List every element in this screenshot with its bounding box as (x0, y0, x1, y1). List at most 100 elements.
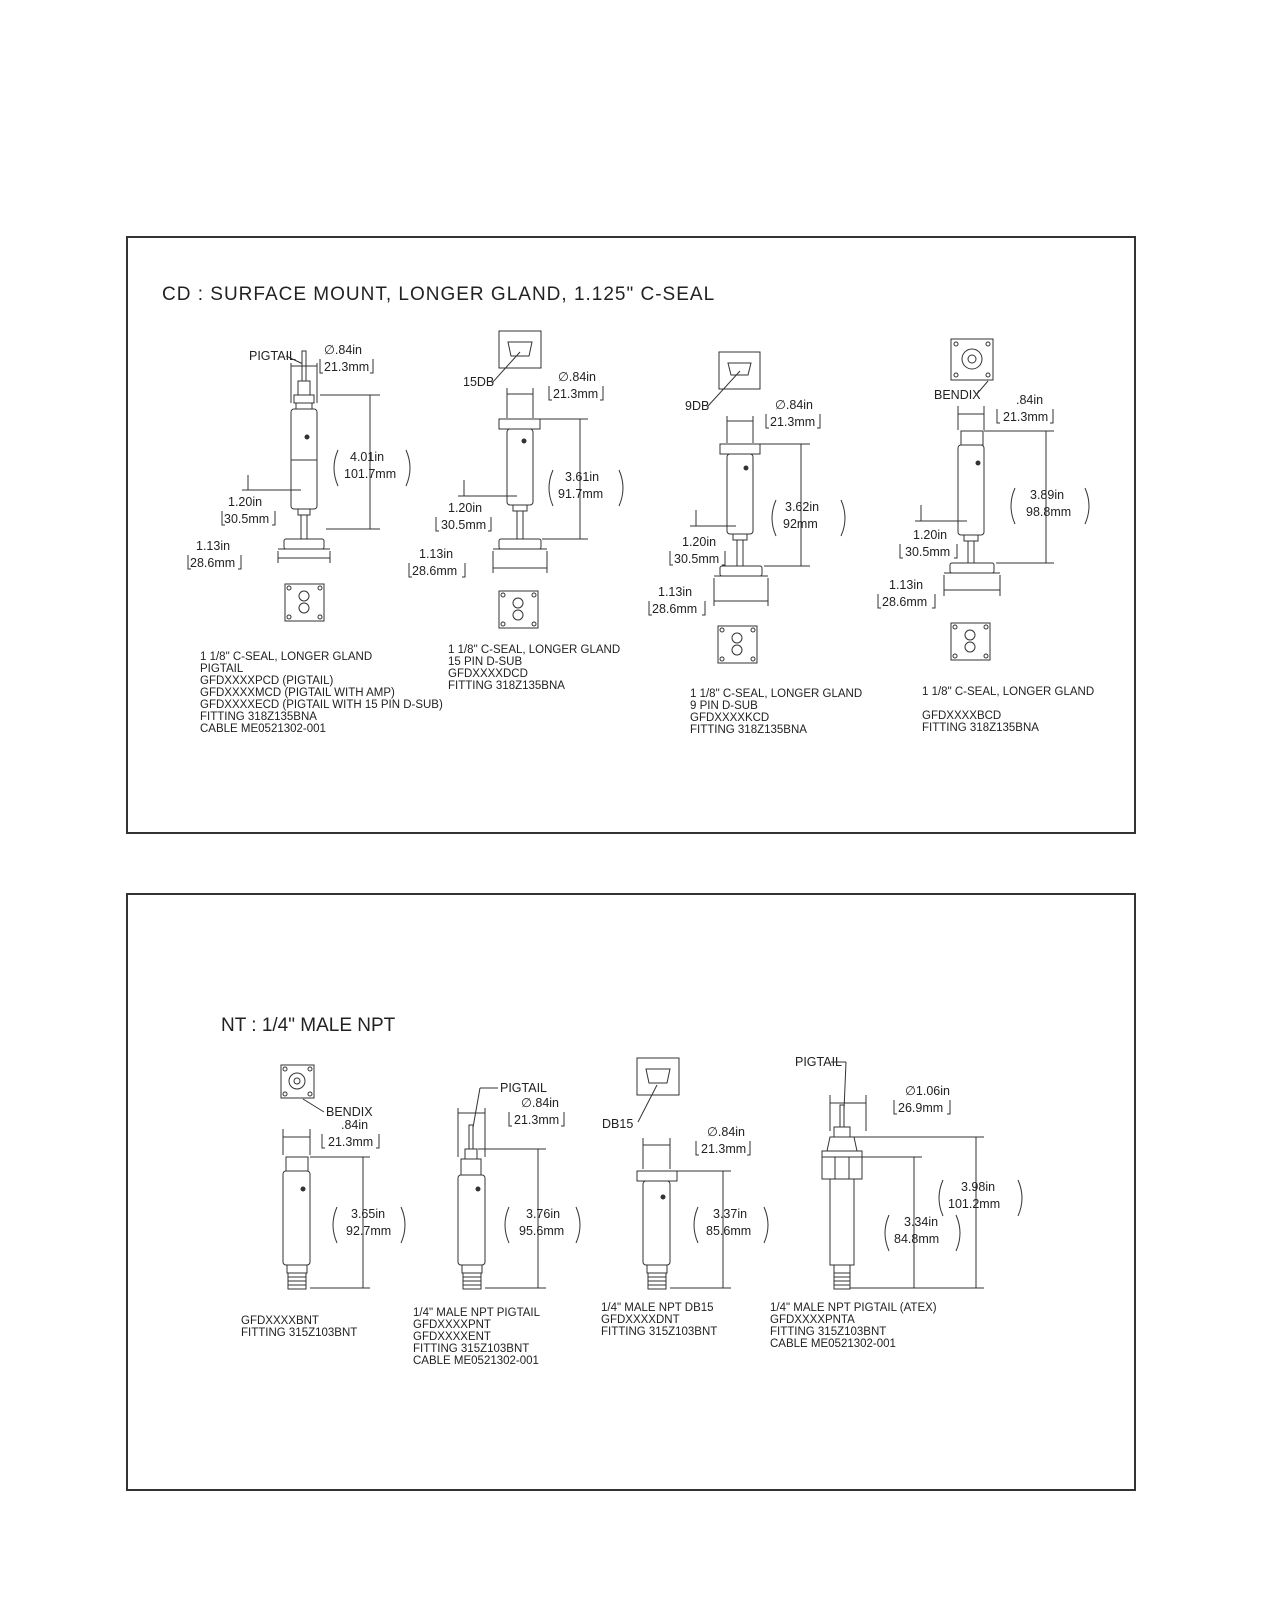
svg-text:CABLE ME0521302-001: CABLE ME0521302-001 (200, 723, 326, 735)
cd-unit-bendix: BENDIX .84in 21.3mm 3.89in 98.8mm 1.20in… (877, 338, 1094, 734)
caption: 1/4" MALE NPT DB15 GFDXXXXDNT FITTING 31… (601, 1302, 717, 1338)
dia-in: ∅.84in (521, 1096, 559, 1110)
svg-text:CABLE ME0521302-001: CABLE ME0521302-001 (413, 1355, 539, 1367)
svg-text:FITTING 318Z135BNA: FITTING 318Z135BNA (200, 711, 317, 723)
dia-in: ∅.84in (707, 1125, 745, 1139)
callout-label: 9DB (685, 399, 709, 413)
len-in: 3.61in (565, 470, 599, 484)
caption: 1/4" MALE NPT PIGTAIL GFDXXXXPNT GFDXXXX… (413, 1307, 541, 1367)
caption: 1/4" MALE NPT PIGTAIL (ATEX) GFDXXXXPNTA… (770, 1302, 937, 1350)
dia-mm: 21.3mm (1003, 410, 1048, 424)
callout-label: 15DB (463, 375, 494, 389)
nt-unit-pigtail: PIGTAIL ∅.84in 21.3mm 3.76in 95.6mm 1/4"… (413, 1081, 581, 1367)
len-mm: 92.7mm (346, 1224, 391, 1238)
base-mm: 28.6mm (882, 595, 927, 609)
len-mm: 101.7mm (344, 467, 396, 481)
svg-text:GFDXXXXMCD (PIGTAIL WITH AMP): GFDXXXXMCD (PIGTAIL WITH AMP) (200, 687, 395, 699)
cd-unit-15db: 15DB ∅.84in 21.3mm 3.61in 91.7mm 1.20in … (408, 330, 624, 692)
svg-text:1 1/8" C-SEAL, LONGER GLAND: 1 1/8" C-SEAL, LONGER GLAND (922, 686, 1094, 698)
svg-text:FITTING 318Z135BNA: FITTING 318Z135BNA (448, 680, 565, 692)
cd-unit-pigtail: PIGTAIL ∅.84in 21.3mm 4.01in 101.7mm 1.2… (187, 343, 443, 735)
base-mm: 28.6mm (652, 602, 697, 616)
dia-in: ∅.84in (775, 398, 813, 412)
svg-text:9 PIN D-SUB: 9 PIN D-SUB (690, 700, 758, 712)
caption: 1 1/8" C-SEAL, LONGER GLAND 15 PIN D-SUB… (448, 644, 620, 692)
dia-mm: 21.3mm (514, 1113, 559, 1127)
cd-drawing: CD : SURFACE MOUNT, LONGER GLAND, 1.125"… (162, 284, 1094, 736)
gland-in: 1.20in (448, 501, 482, 515)
gland-mm: 30.5mm (441, 518, 486, 532)
cd-unit-9db: 9DB ∅.84in 21.3mm 3.62in 92mm 1.20in 30.… (648, 351, 862, 736)
len-mm: 92mm (783, 517, 818, 531)
svg-text:GFDXXXXPNTA: GFDXXXXPNTA (770, 1314, 855, 1326)
dia-mm: 21.3mm (328, 1135, 373, 1149)
svg-text:GFDXXXXDCD: GFDXXXXDCD (448, 668, 528, 680)
len2-mm: 84.8mm (894, 1232, 939, 1246)
len2-in: 3.34in (904, 1215, 938, 1229)
svg-text:GFDXXXXDNT: GFDXXXXDNT (601, 1314, 680, 1326)
len-in: 4.01in (350, 450, 384, 464)
callout-label: PIGTAIL (500, 1081, 547, 1095)
gland-in: 1.20in (913, 528, 947, 542)
gland-in: 1.20in (682, 535, 716, 549)
caption: 1 1/8" C-SEAL, LONGER GLAND PIGTAIL GFDX… (200, 651, 443, 735)
dia-in: ∅1.06in (905, 1084, 950, 1098)
svg-text:GFDXXXXPCD (PIGTAIL): GFDXXXXPCD (PIGTAIL) (200, 675, 334, 687)
nt-male-npt-panel: NT : 1/4" MALE NPT BENDIX .84in 21.3mm 3… (126, 893, 1136, 1491)
svg-text:1 1/8" C-SEAL, LONGER GLAND: 1 1/8" C-SEAL, LONGER GLAND (200, 651, 372, 663)
nt-unit-bendix: BENDIX .84in 21.3mm 3.65in 92.7mm GFDXXX… (241, 1064, 406, 1339)
panel1-title: CD : SURFACE MOUNT, LONGER GLAND, 1.125"… (162, 284, 715, 305)
gland-in: 1.20in (228, 495, 262, 509)
gland-mm: 30.5mm (674, 552, 719, 566)
svg-text:PIGTAIL: PIGTAIL (200, 663, 244, 675)
svg-text:GFDXXXXECD (PIGTAIL WITH 15 PI: GFDXXXXECD (PIGTAIL WITH 15 PIN D-SUB) (200, 699, 443, 711)
len-mm: 91.7mm (558, 487, 603, 501)
len-in: 3.98in (961, 1180, 995, 1194)
svg-text:FITTING 318Z135BNA: FITTING 318Z135BNA (690, 724, 807, 736)
gland-mm: 30.5mm (905, 545, 950, 559)
svg-text:1 1/8" C-SEAL, LONGER GLAND: 1 1/8" C-SEAL, LONGER GLAND (690, 688, 862, 700)
dia-mm: 26.9mm (898, 1101, 943, 1115)
len-mm: 85.6mm (706, 1224, 751, 1238)
dia-mm: 21.3mm (324, 360, 369, 374)
dia-mm: 21.3mm (701, 1142, 746, 1156)
nt-unit-db15: DB15 ∅.84in 21.3mm 3.37in 85.6mm 1/4" MA… (601, 1057, 769, 1338)
svg-text:15 PIN D-SUB: 15 PIN D-SUB (448, 656, 522, 668)
caption: GFDXXXXBNT FITTING 315Z103BNT (241, 1315, 357, 1339)
svg-text:GFDXXXXBNT: GFDXXXXBNT (241, 1315, 319, 1327)
svg-text:GFDXXXXBCD: GFDXXXXBCD (922, 710, 1001, 722)
caption: 1 1/8" C-SEAL, LONGER GLAND GFDXXXXBCD F… (922, 686, 1094, 734)
svg-text:FITTING 315Z103BNT: FITTING 315Z103BNT (241, 1327, 357, 1339)
dia-mm: 21.3mm (553, 387, 598, 401)
cd-surface-mount-panel: CD : SURFACE MOUNT, LONGER GLAND, 1.125"… (126, 236, 1136, 834)
base-mm: 28.6mm (190, 556, 235, 570)
base-in: 1.13in (889, 578, 923, 592)
svg-text:FITTING 318Z135BNA: FITTING 318Z135BNA (922, 722, 1039, 734)
dia-in: .84in (341, 1118, 368, 1132)
len-mm: 101.2mm (948, 1197, 1000, 1211)
nt-unit-pigtail-atex: PIGTAIL ∅1.06in 26.9mm 3.98in 101.2mm 3.… (770, 1055, 1023, 1350)
svg-text:GFDXXXXENT: GFDXXXXENT (413, 1331, 491, 1343)
len-mm: 98.8mm (1026, 505, 1071, 519)
svg-text:CABLE ME0521302-001: CABLE ME0521302-001 (770, 1338, 896, 1350)
len-mm: 95.6mm (519, 1224, 564, 1238)
svg-text:FITTING 315Z103BNT: FITTING 315Z103BNT (770, 1326, 886, 1338)
svg-text:GFDXXXXPNT: GFDXXXXPNT (413, 1319, 491, 1331)
svg-text:GFDXXXXKCD: GFDXXXXKCD (690, 712, 769, 724)
callout-label: PIGTAIL (795, 1055, 842, 1069)
svg-text:1/4" MALE NPT DB15: 1/4" MALE NPT DB15 (601, 1302, 714, 1314)
len-in: 3.65in (351, 1207, 385, 1221)
len-in: 3.62in (785, 500, 819, 514)
base-in: 1.13in (196, 539, 230, 553)
dia-in: ∅.84in (558, 370, 596, 384)
svg-text:FITTING 315Z103BNT: FITTING 315Z103BNT (601, 1326, 717, 1338)
callout-label: DB15 (602, 1117, 633, 1131)
svg-text:1 1/8" C-SEAL, LONGER GLAND: 1 1/8" C-SEAL, LONGER GLAND (448, 644, 620, 656)
len-in: 3.89in (1030, 488, 1064, 502)
len-in: 3.37in (713, 1207, 747, 1221)
nt-drawing: NT : 1/4" MALE NPT BENDIX .84in 21.3mm 3… (221, 1015, 1023, 1367)
svg-text:1/4" MALE NPT PIGTAIL (ATEX): 1/4" MALE NPT PIGTAIL (ATEX) (770, 1302, 937, 1314)
callout-label: PIGTAIL (249, 349, 296, 363)
dia-mm: 21.3mm (770, 415, 815, 429)
base-mm: 28.6mm (412, 564, 457, 578)
